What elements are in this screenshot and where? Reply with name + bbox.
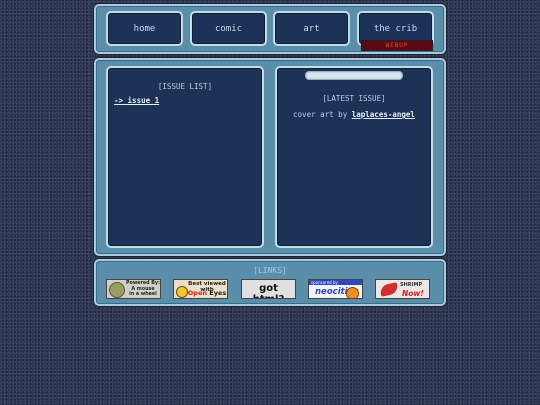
latest-issue-progress-bar	[305, 71, 403, 80]
neocities-banner[interactable]: sponsored by neocities	[308, 279, 363, 299]
open-eyes-banner[interactable]: Best viewed with Open Eyes	[173, 279, 228, 299]
mouse-wheel-icon	[109, 282, 125, 298]
shrimp-banner-line2: Now!	[402, 289, 424, 298]
nav-bar: home comic art the crib WEBUP	[94, 4, 446, 54]
shrimp-banner-line1: SHRIMP	[400, 282, 423, 288]
nav-home-label: home	[133, 23, 156, 34]
nav-comic-button[interactable]: comic	[190, 11, 267, 46]
got-html-text: got html?	[253, 283, 285, 298]
neocities-bar	[309, 280, 362, 285]
got-html-banner[interactable]: got html?	[241, 279, 296, 299]
neocities-top-text: sponsored by	[311, 280, 338, 285]
issue-list-heading: [ISSUE LIST]	[157, 82, 213, 91]
latest-issue-heading: [LATEST ISSUE]	[322, 94, 386, 103]
shrimp-now-banner[interactable]: SHRIMP Now!	[375, 279, 430, 299]
latest-issue-panel: [LATEST ISSUE] cover art by laplaces-ang…	[275, 66, 433, 248]
nav-home-button[interactable]: home	[106, 11, 183, 46]
links-heading: [LINKS]	[253, 266, 287, 275]
issue-link-1[interactable]: -> issue 1	[114, 96, 160, 105]
cover-credit-prefix: cover art by	[293, 110, 352, 119]
crib-status-badge: WEBUP	[361, 40, 433, 51]
nav-crib-label: the crib	[373, 23, 418, 34]
cover-artist-link[interactable]: laplaces-angel	[351, 110, 415, 119]
main-panel: [ISSUE LIST] -> issue 1 [LATEST ISSUE] c…	[94, 58, 446, 256]
eyes-banner-line2: Open Eyes	[187, 289, 227, 297]
cover-credit: cover art by laplaces-angel	[277, 110, 431, 119]
neocities-brand: neocities	[315, 287, 359, 297]
nav-art-label: art	[303, 23, 320, 34]
smiley-icon	[176, 286, 188, 298]
shrimp-icon	[379, 282, 399, 297]
issue-list-panel: [ISSUE LIST] -> issue 1	[106, 66, 264, 248]
nav-comic-label: comic	[214, 23, 243, 34]
eyes-banner-line1: Best viewed with	[188, 281, 226, 293]
neocities-cat-icon	[346, 287, 359, 298]
nav-art-button[interactable]: art	[273, 11, 350, 46]
